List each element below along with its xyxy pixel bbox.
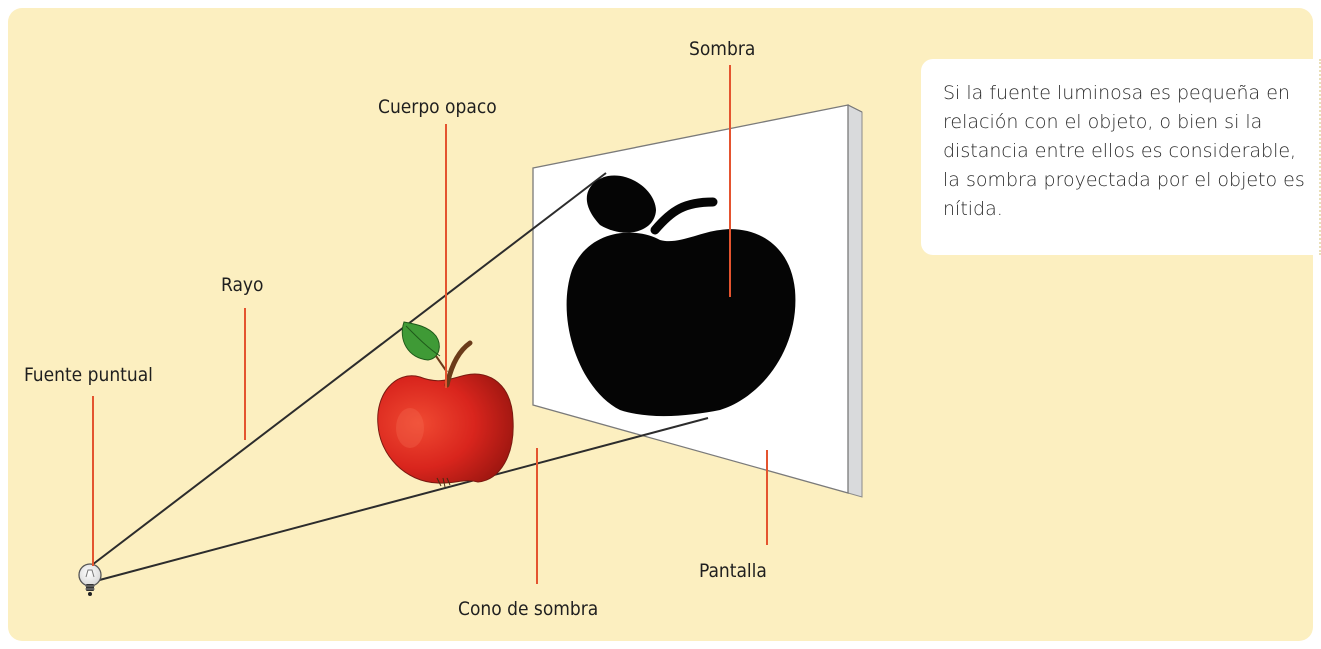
point-source-label: Fuente puntual (24, 364, 153, 386)
apple (377, 321, 514, 488)
lower-ray (91, 417, 709, 583)
apple-shadow (566, 175, 796, 417)
shadow-diagram (78, 65, 863, 596)
ray-label: Rayo (221, 274, 264, 296)
upper-ray (87, 172, 607, 569)
shadow-label: Sombra (689, 38, 756, 60)
screen-label: Pantalla (699, 560, 767, 582)
light-rays (87, 172, 709, 583)
note-dotted-edge (1317, 59, 1321, 255)
opaque-body-label: Cuerpo opaco (378, 96, 497, 118)
info-note-text: Si la fuente luminosa es pequeña en rela… (943, 82, 1305, 220)
leader-lines (92, 65, 768, 584)
shadow-cone-label: Cono de sombra (458, 598, 599, 620)
light-bulb-icon (78, 563, 102, 596)
info-note: Si la fuente luminosa es pequeña en rela… (921, 59, 1321, 255)
